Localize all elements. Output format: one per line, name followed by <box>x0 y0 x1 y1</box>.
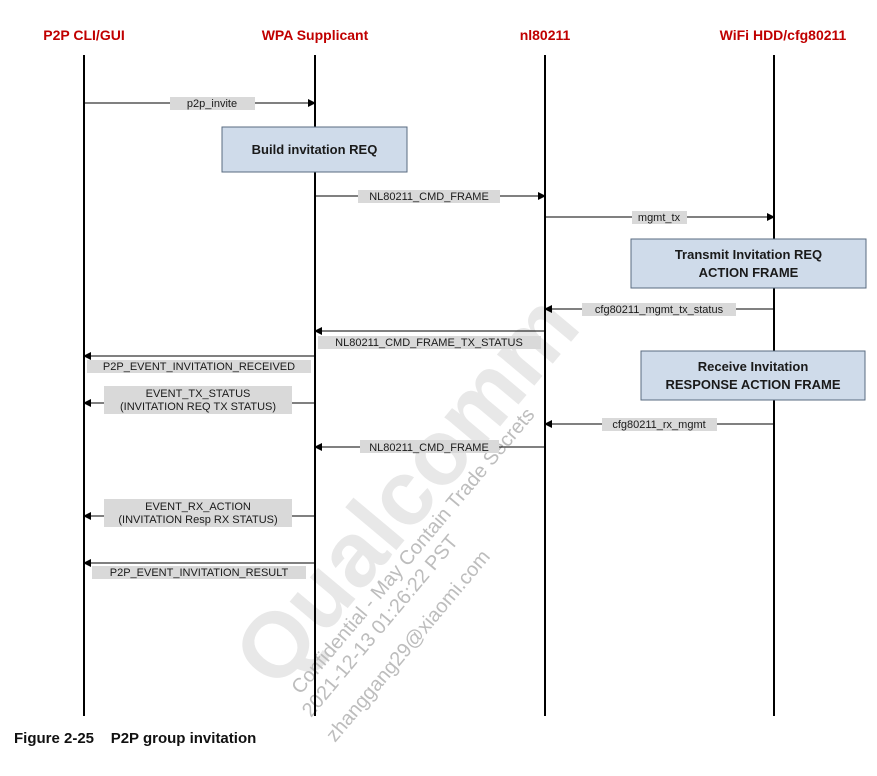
msg-label-p2p-event-invitation-result: P2P_EVENT_INVITATION_RESULT <box>110 567 289 579</box>
msg-label-p2p-event-invitation-received: P2P_EVENT_INVITATION_RECEIVED <box>103 361 295 373</box>
actor-wpa-supplicant: WPA Supplicant <box>262 27 369 43</box>
actor-p2p-cli: P2P CLI/GUI <box>43 27 124 43</box>
msg-label-nl80211-cmd-frame-2: NL80211_CMD_FRAME <box>369 442 489 454</box>
msg-label-nl80211-cmd-frame: NL80211_CMD_FRAME <box>369 191 489 203</box>
actor-nl80211: nl80211 <box>520 27 571 43</box>
msg-label-nl80211-cmd-frame-tx-status: NL80211_CMD_FRAME_TX_STATUS <box>335 337 523 349</box>
message-label-backgrounds <box>87 97 736 579</box>
msg-label-event-tx-status-line1: EVENT_TX_STATUS <box>146 388 251 400</box>
msg-label-p2p-invite: p2p_invite <box>187 98 237 110</box>
box-build-invitation-req: Build invitation REQ <box>221 126 408 173</box>
svg-text:ACTION FRAME: ACTION FRAME <box>699 265 799 280</box>
figure-caption: Figure 2-25 P2P group invitation <box>14 730 257 747</box>
msg-label-event-tx-status-line2: (INVITATION REQ TX STATUS) <box>120 401 276 413</box>
svg-text:RESPONSE ACTION FRAME: RESPONSE ACTION FRAME <box>665 377 840 392</box>
svg-text:Build invitation REQ: Build invitation REQ <box>252 142 378 157</box>
svg-text:Receive Invitation: Receive Invitation <box>698 359 809 374</box>
msg-label-mgmt-tx: mgmt_tx <box>638 212 681 224</box>
msg-label-cfg80211-rx-mgmt: cfg80211_rx_mgmt <box>612 419 705 431</box>
actor-wifi-hdd: WiFi HDD/cfg80211 <box>720 27 847 43</box>
msg-label-event-rx-action-line1: EVENT_RX_ACTION <box>145 501 251 513</box>
box-transmit-invitation-req: Transmit Invitation REQ ACTION FRAME <box>630 238 867 289</box>
msg-label-cfg80211-mgmt-tx-status: cfg80211_mgmt_tx_status <box>595 304 724 316</box>
msg-label-event-rx-action-line2: (INVITATION Resp RX STATUS) <box>118 514 277 526</box>
box-receive-invitation-response: Receive Invitation RESPONSE ACTION FRAME <box>640 350 866 401</box>
svg-text:Transmit Invitation REQ: Transmit Invitation REQ <box>675 247 822 262</box>
